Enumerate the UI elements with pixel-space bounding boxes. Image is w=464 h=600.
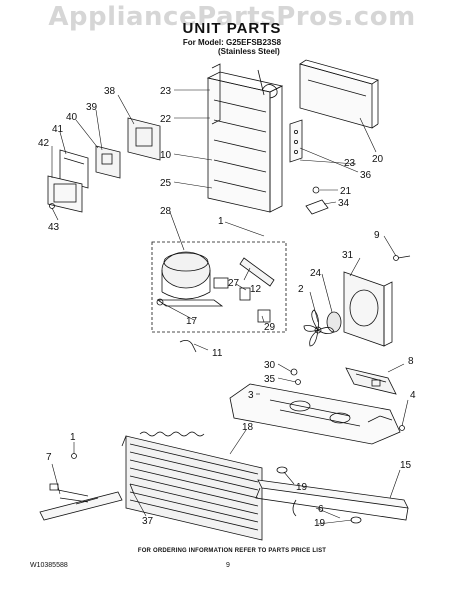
wire-harness-drawing [39,483,123,521]
callout-30: 30 [264,360,276,371]
callout-labels: 23 22 10 25 38 39 40 41 42 43 20 36 23 2… [38,86,416,529]
page-title: UNIT PARTS [182,20,282,37]
mount-bracket-drawing [345,367,397,395]
screw-drawing [295,379,301,385]
grommet-drawing [276,466,288,474]
bracket-drawing [289,119,303,163]
condenser-coil-drawing [121,431,263,541]
callout-25: 25 [160,178,172,189]
grommet-drawing [350,516,362,524]
callout-19-lower: 19 [314,518,326,529]
page-number: 9 [226,562,230,569]
callout-23-right: 23 [344,158,356,169]
fan-motor-drawing [303,309,342,347]
callout-12: 12 [250,284,262,295]
callout-35: 35 [264,374,276,385]
screw-drawing [399,425,405,431]
callout-42: 42 [38,138,50,149]
clip-drawing [305,199,329,215]
callout-7: 7 [46,452,52,463]
document-number: W10385588 [30,562,68,569]
callout-6: 6 [318,504,324,515]
callout-20: 20 [372,154,384,165]
callout-36: 36 [360,170,372,181]
callout-27: 27 [228,278,240,289]
clip-drawing [129,483,135,495]
tubing-drawing [179,340,197,353]
leader-lines [51,89,409,525]
watermark: AppliancePartsPros.com [48,2,416,32]
diagram-artwork [39,59,411,541]
callout-1-lower: 1 [70,432,76,443]
screw-drawing [290,368,298,376]
callout-22: 22 [160,114,172,125]
callout-37: 37 [142,516,154,527]
callout-3: 3 [248,390,254,401]
air-duct-drawing [299,59,379,129]
drain-tube-drawing [255,479,409,521]
condenser-frame-drawing [206,63,284,213]
callout-24: 24 [310,268,322,279]
callout-8: 8 [408,356,414,367]
model-variant: (Stainless Steel) [218,47,280,56]
callout-29: 29 [264,322,276,333]
callout-9: 9 [374,230,380,241]
callout-31: 31 [342,250,354,261]
base-pan-drawing [229,383,401,445]
callout-43: 43 [48,222,60,233]
callout-18: 18 [242,422,254,433]
compressor-group-drawing [151,241,287,333]
callout-21: 21 [340,186,352,197]
callout-39: 39 [86,102,98,113]
screw-drawing [71,453,77,459]
callout-4: 4 [410,390,416,401]
fan-shroud-drawing [343,255,411,347]
callout-10: 10 [160,150,172,161]
wire-drawing [292,499,297,517]
callout-28: 28 [160,206,172,217]
callout-34: 34 [338,198,350,209]
callout-1: 1 [218,216,224,227]
callout-2: 2 [298,284,304,295]
callout-11: 11 [212,348,223,359]
callout-15: 15 [400,460,412,471]
callout-41: 41 [52,124,64,135]
callout-38: 38 [104,86,116,97]
model-line: For Model: G25EFSB23S8 [182,38,282,47]
callout-23: 23 [160,86,172,97]
control-housing-drawing [47,117,161,213]
callout-19: 19 [296,482,308,493]
callout-40: 40 [66,112,78,123]
callout-17: 17 [186,316,198,327]
ordering-note: FOR ORDERING INFORMATION REFER TO PARTS … [137,548,327,554]
screw-drawing [312,186,320,194]
